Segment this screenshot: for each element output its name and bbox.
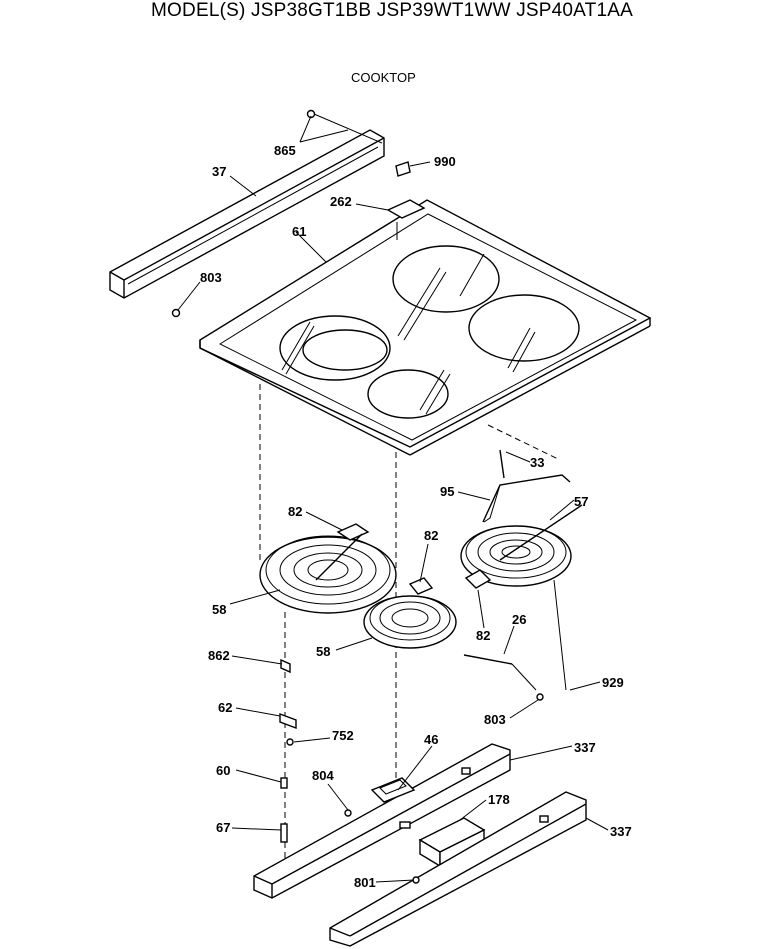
label-752: 752 [332, 728, 354, 743]
element-58-left [259, 523, 397, 614]
label-61: 61 [292, 224, 306, 239]
label-82-a: 82 [288, 504, 302, 519]
label-865: 865 [274, 143, 296, 158]
block-178 [418, 817, 486, 868]
channel-337-lower [329, 791, 587, 947]
part-990 [395, 161, 411, 177]
label-803-mid: 803 [484, 712, 506, 727]
part-labels: 865 37 990 262 61 803 33 95 57 82 82 58 … [200, 143, 632, 890]
align-line-3 [487, 424, 561, 461]
page-title: MODEL(S) JSP38GT1BB JSP39WT1WW JSP40AT1A… [151, 0, 633, 21]
channel-337-upper [253, 743, 511, 899]
rod-26 [463, 579, 567, 701]
leader-lines [177, 115, 609, 883]
label-801: 801 [354, 875, 376, 890]
label-33: 33 [530, 455, 544, 470]
label-337-lower: 337 [610, 824, 632, 839]
switch-46 [370, 777, 416, 803]
label-67: 67 [216, 820, 230, 835]
label-82-b: 82 [424, 528, 438, 543]
label-929: 929 [602, 675, 624, 690]
label-57: 57 [574, 494, 588, 509]
left-bracket-parts [279, 612, 297, 880]
label-58-front: 58 [316, 644, 330, 659]
label-58-left: 58 [212, 602, 226, 617]
screw-803-top [171, 308, 181, 318]
screw-804 [344, 809, 352, 817]
label-803-top: 803 [200, 270, 222, 285]
label-46: 46 [424, 732, 438, 747]
label-82-c: 82 [476, 628, 490, 643]
label-26: 26 [512, 612, 526, 627]
label-95: 95 [440, 484, 454, 499]
label-337-upper: 337 [574, 740, 596, 755]
label-62: 62 [218, 700, 232, 715]
element-58-front [363, 577, 457, 649]
section-title: COOKTOP [351, 70, 416, 85]
label-37: 37 [212, 164, 226, 179]
back-trim-37 [109, 129, 385, 299]
element-57 [460, 504, 583, 589]
label-862: 862 [208, 648, 230, 663]
wiring-33-95 [482, 449, 571, 523]
clip-262 [386, 199, 426, 240]
label-60: 60 [216, 763, 230, 778]
label-262: 262 [330, 194, 352, 209]
label-804: 804 [312, 768, 334, 783]
label-178: 178 [488, 792, 510, 807]
label-990: 990 [434, 154, 456, 169]
glass-cooktop-61 [199, 199, 652, 456]
